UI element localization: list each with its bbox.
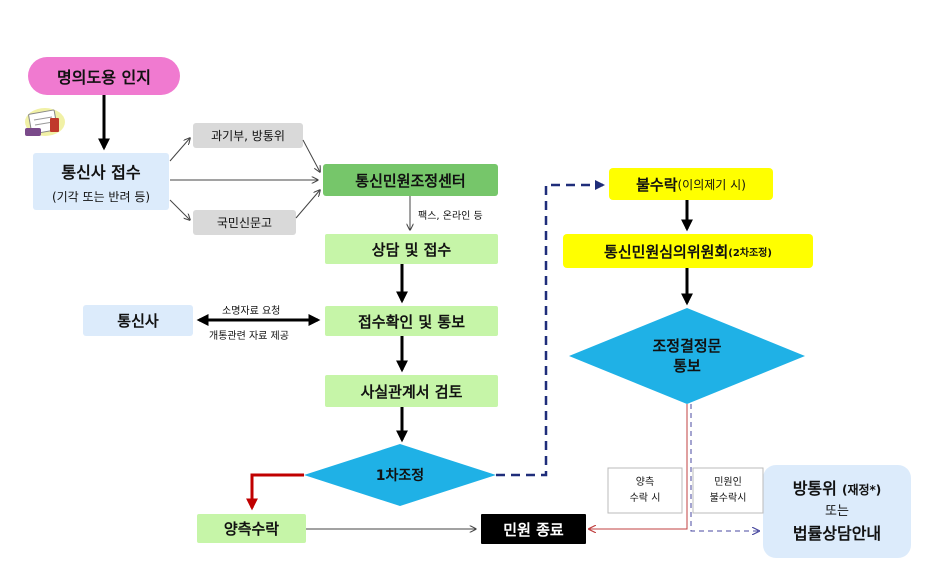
node-fact-review-label: 사실관계서 검토 — [360, 382, 463, 401]
node-kcc-legal-sub: (재정*) — [841, 483, 882, 497]
node-rejection-sublabel: (이의제기 시) — [677, 177, 746, 192]
node-first-mediation: 1차조정 — [344, 462, 456, 488]
node-consult-label: 상담 및 접수 — [371, 240, 452, 259]
node-kcc-legal-main: 방통위 — [792, 479, 837, 498]
edge-epeople-to-center — [295, 190, 320, 219]
node-consult-shape — [325, 234, 498, 264]
edge-msit-to-center — [302, 139, 320, 172]
node-first-mediation-shape — [304, 444, 496, 506]
node-consult: 상담 및 접수 — [325, 234, 498, 264]
edge-mediation-to-accept — [246, 473, 304, 511]
node-telecom-receipt-label: 통신사 접수 — [61, 162, 141, 182]
node-kcc-legal-shape — [763, 465, 911, 558]
node-complaint-closed-label: 민원 종료 — [503, 520, 564, 539]
node-mediation-center: 통신민원조정센터 — [323, 164, 498, 196]
node-kcc-legal: 방통위 (재정*) 또는 법률상담안내 — [763, 465, 911, 558]
node-mediation-center-label: 통신민원조정센터 — [355, 171, 466, 190]
node-mediation-decision-line2: 통보 — [673, 357, 701, 375]
node-kcc-legal-line3: 법률상담안내 — [792, 524, 882, 543]
node-both-accept-label: 양측수락 — [223, 520, 280, 538]
reject-label: 민원인 불수락시 — [693, 468, 763, 513]
node-review-committee-sublabel: (2차조정) — [728, 247, 772, 259]
node-id-theft: 명의도용 인지 — [28, 57, 180, 95]
node-first-mediation-label: 1차조정 — [375, 468, 425, 484]
node-complaint-closed-shape — [481, 514, 586, 544]
node-telecom-receipt: 통신사 접수 (기각 또는 반려 등) — [33, 153, 169, 210]
node-epeople-label: 국민신문고 — [216, 216, 273, 230]
edge-receipt-to-epeople — [169, 199, 190, 220]
node-review-committee-label: 통신민원심의위원회 — [604, 242, 729, 261]
node-mediation-decision-shape — [569, 308, 805, 404]
node-mediation-center-shape — [323, 164, 498, 196]
node-id-theft-label: 명의도용 인지 — [57, 68, 151, 87]
node-epeople: 국민신문고 — [193, 210, 296, 235]
node-review-committee: 통신민원심의위원회 (2차조정) — [563, 234, 813, 268]
edge-label-request: 소명자료 요청 — [222, 306, 281, 317]
node-confirm-label: 접수확인 및 통보 — [357, 312, 466, 331]
node-msit-kcc-shape — [193, 123, 303, 148]
node-kcc-legal-line1: 방통위 (재정*) — [793, 478, 882, 501]
accept-label-box — [607, 467, 683, 514]
node-id-theft-shape — [28, 57, 180, 95]
node-rejection-label: 불수락 — [636, 175, 678, 194]
node-confirm: 접수확인 및 통보 — [325, 306, 498, 336]
edge-receipt-to-msit — [169, 138, 190, 162]
node-mediation-decision: 조정결정문 통보 — [617, 330, 757, 382]
node-rejection-shape — [609, 168, 773, 200]
node-msit-kcc: 과기부, 방통위 — [193, 123, 303, 148]
node-fact-review: 사실관계서 검토 — [325, 375, 498, 407]
accept-label-line1: 양측 — [635, 476, 655, 488]
edge-decision-to-kcc — [690, 404, 759, 531]
node-telecom-shape — [83, 305, 193, 336]
reject-label-line1: 민원인 — [714, 476, 742, 488]
node-both-accept-shape — [197, 514, 306, 543]
edge-label-fax: 팩스, 온라인 등 — [418, 211, 483, 222]
node-epeople-shape — [193, 210, 296, 235]
node-telecom-receipt-shape — [33, 153, 169, 210]
node-telecom-receipt-sublabel: (기각 또는 반려 등) — [51, 189, 151, 204]
node-both-accept: 양측수락 — [197, 514, 306, 543]
node-telecom-label: 통신사 — [117, 312, 159, 330]
node-fact-review-shape — [325, 375, 498, 407]
node-telecom: 통신사 — [83, 305, 193, 336]
document-stamp-icon — [25, 108, 65, 136]
node-kcc-legal-line2: 또는 — [825, 504, 849, 519]
edge-label-provide: 개통관련 자료 제공 — [209, 331, 289, 342]
node-complaint-closed: 민원 종료 — [481, 514, 586, 544]
node-confirm-shape — [325, 306, 498, 336]
accept-label: 양측 수락 시 — [608, 468, 682, 513]
node-mediation-decision-line1: 조정결정문 — [652, 337, 722, 355]
node-msit-kcc-label: 과기부, 방통위 — [211, 129, 285, 143]
node-rejection: 불수락 (이의제기 시) — [609, 168, 773, 200]
edge-decision-to-closed — [589, 404, 688, 529]
reject-label-box — [692, 467, 764, 514]
accept-label-line2: 수락 시 — [629, 492, 661, 504]
node-review-committee-shape — [563, 234, 813, 268]
reject-label-line2: 불수락시 — [709, 492, 747, 504]
edge-mediation-to-rejection — [496, 180, 605, 477]
